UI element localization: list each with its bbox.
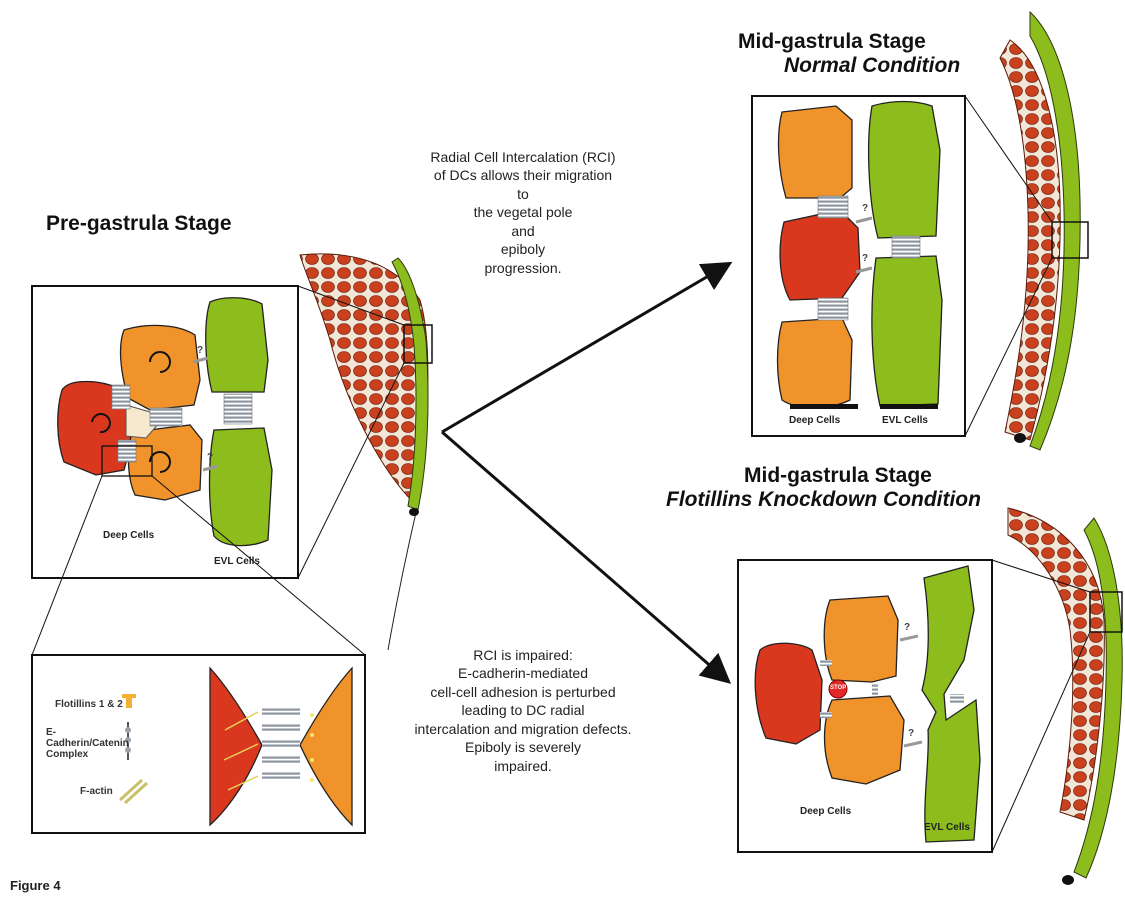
caption-line: RCI is impaired: <box>400 646 646 664</box>
deep-cell-orange <box>121 325 200 410</box>
legend-factin: F-actin <box>80 786 113 797</box>
normal-subtitle: Normal Condition <box>784 54 960 78</box>
knockdown-evl-cells-label: EVL Cells <box>924 822 970 833</box>
evl-cell <box>206 298 268 392</box>
deep-cell-red <box>780 210 860 300</box>
caption-line: epiboly <box>428 240 618 258</box>
knockdown-title: Mid-gastrula Stage <box>744 464 932 488</box>
caption-line: of DCs allows their migration to <box>428 166 618 203</box>
deep-cells-label: Deep Cells <box>103 530 154 541</box>
cadherin-junction <box>118 440 136 462</box>
deep-cell-orange <box>825 696 905 784</box>
arrow-to-knockdown <box>442 432 722 676</box>
question-mark: ? <box>904 622 910 633</box>
flotillin-icon <box>122 694 136 698</box>
normal-title: Mid-gastrula Stage <box>738 30 926 54</box>
caption-line: leading to DC radial <box>400 701 646 719</box>
cadherin-junction <box>112 385 130 409</box>
caption-line: Epiboly is severely <box>400 738 646 756</box>
knockdown-caption: RCI is impaired: E-cadherin-mediated cel… <box>400 646 646 775</box>
evl-cell <box>872 256 942 406</box>
arrow-to-normal <box>442 268 722 432</box>
caption-line: Radial Cell Intercalation (RCI) <box>428 148 618 166</box>
caption-line: and <box>428 222 618 240</box>
legend-flotillins: Flotillins 1 & 2 <box>55 699 123 710</box>
cadherin-junction <box>224 394 252 424</box>
evl-cells-label: EVL Cells <box>214 556 260 567</box>
caption-line: progression. <box>428 259 618 277</box>
normal-evl-cells-label: EVL Cells <box>882 415 928 426</box>
question-mark: ? <box>862 253 868 264</box>
knockdown-subtitle: Flotillins Knockdown Condition <box>666 488 981 512</box>
knockdown-box <box>738 560 992 852</box>
normal-caption: Radial Cell Intercalation (RCI) of DCs a… <box>428 148 618 277</box>
evl-cell <box>210 428 273 546</box>
stop-label: STOP <box>830 685 846 691</box>
legend-ecadherin: E-Cadherin/Catenin Complex <box>46 727 122 760</box>
knockdown-embryo <box>1008 508 1122 885</box>
deep-cell-orange <box>778 318 853 408</box>
cadherin-junction <box>150 408 182 426</box>
question-mark: ? <box>862 203 868 214</box>
pregastrula-title: Pre-gastrula Stage <box>46 212 232 236</box>
normal-deep-cells-label: Deep Cells <box>789 415 840 426</box>
deep-cell-red <box>755 643 822 744</box>
caption-line: intercalation and migration defects. <box>400 720 646 738</box>
caption-line: the vegetal pole <box>428 203 618 221</box>
deep-cell-orange <box>779 106 852 198</box>
pregastrula-embryo <box>300 254 432 650</box>
question-mark: ? <box>207 452 213 463</box>
question-mark: ? <box>908 728 914 739</box>
evl-cell <box>869 102 940 239</box>
caption-line: cell-cell adhesion is perturbed <box>400 683 646 701</box>
figure-label: Figure 4 <box>10 878 61 893</box>
caption-line: E-cadherin-mediated <box>400 664 646 682</box>
caption-line: impaired. <box>400 757 646 775</box>
pregastrula-box <box>32 286 298 578</box>
normal-box <box>752 96 965 436</box>
deep-cell-orange <box>824 596 898 682</box>
normal-embryo <box>1000 12 1088 450</box>
question-mark: ? <box>197 345 203 356</box>
knockdown-deep-cells-label: Deep Cells <box>800 806 851 817</box>
